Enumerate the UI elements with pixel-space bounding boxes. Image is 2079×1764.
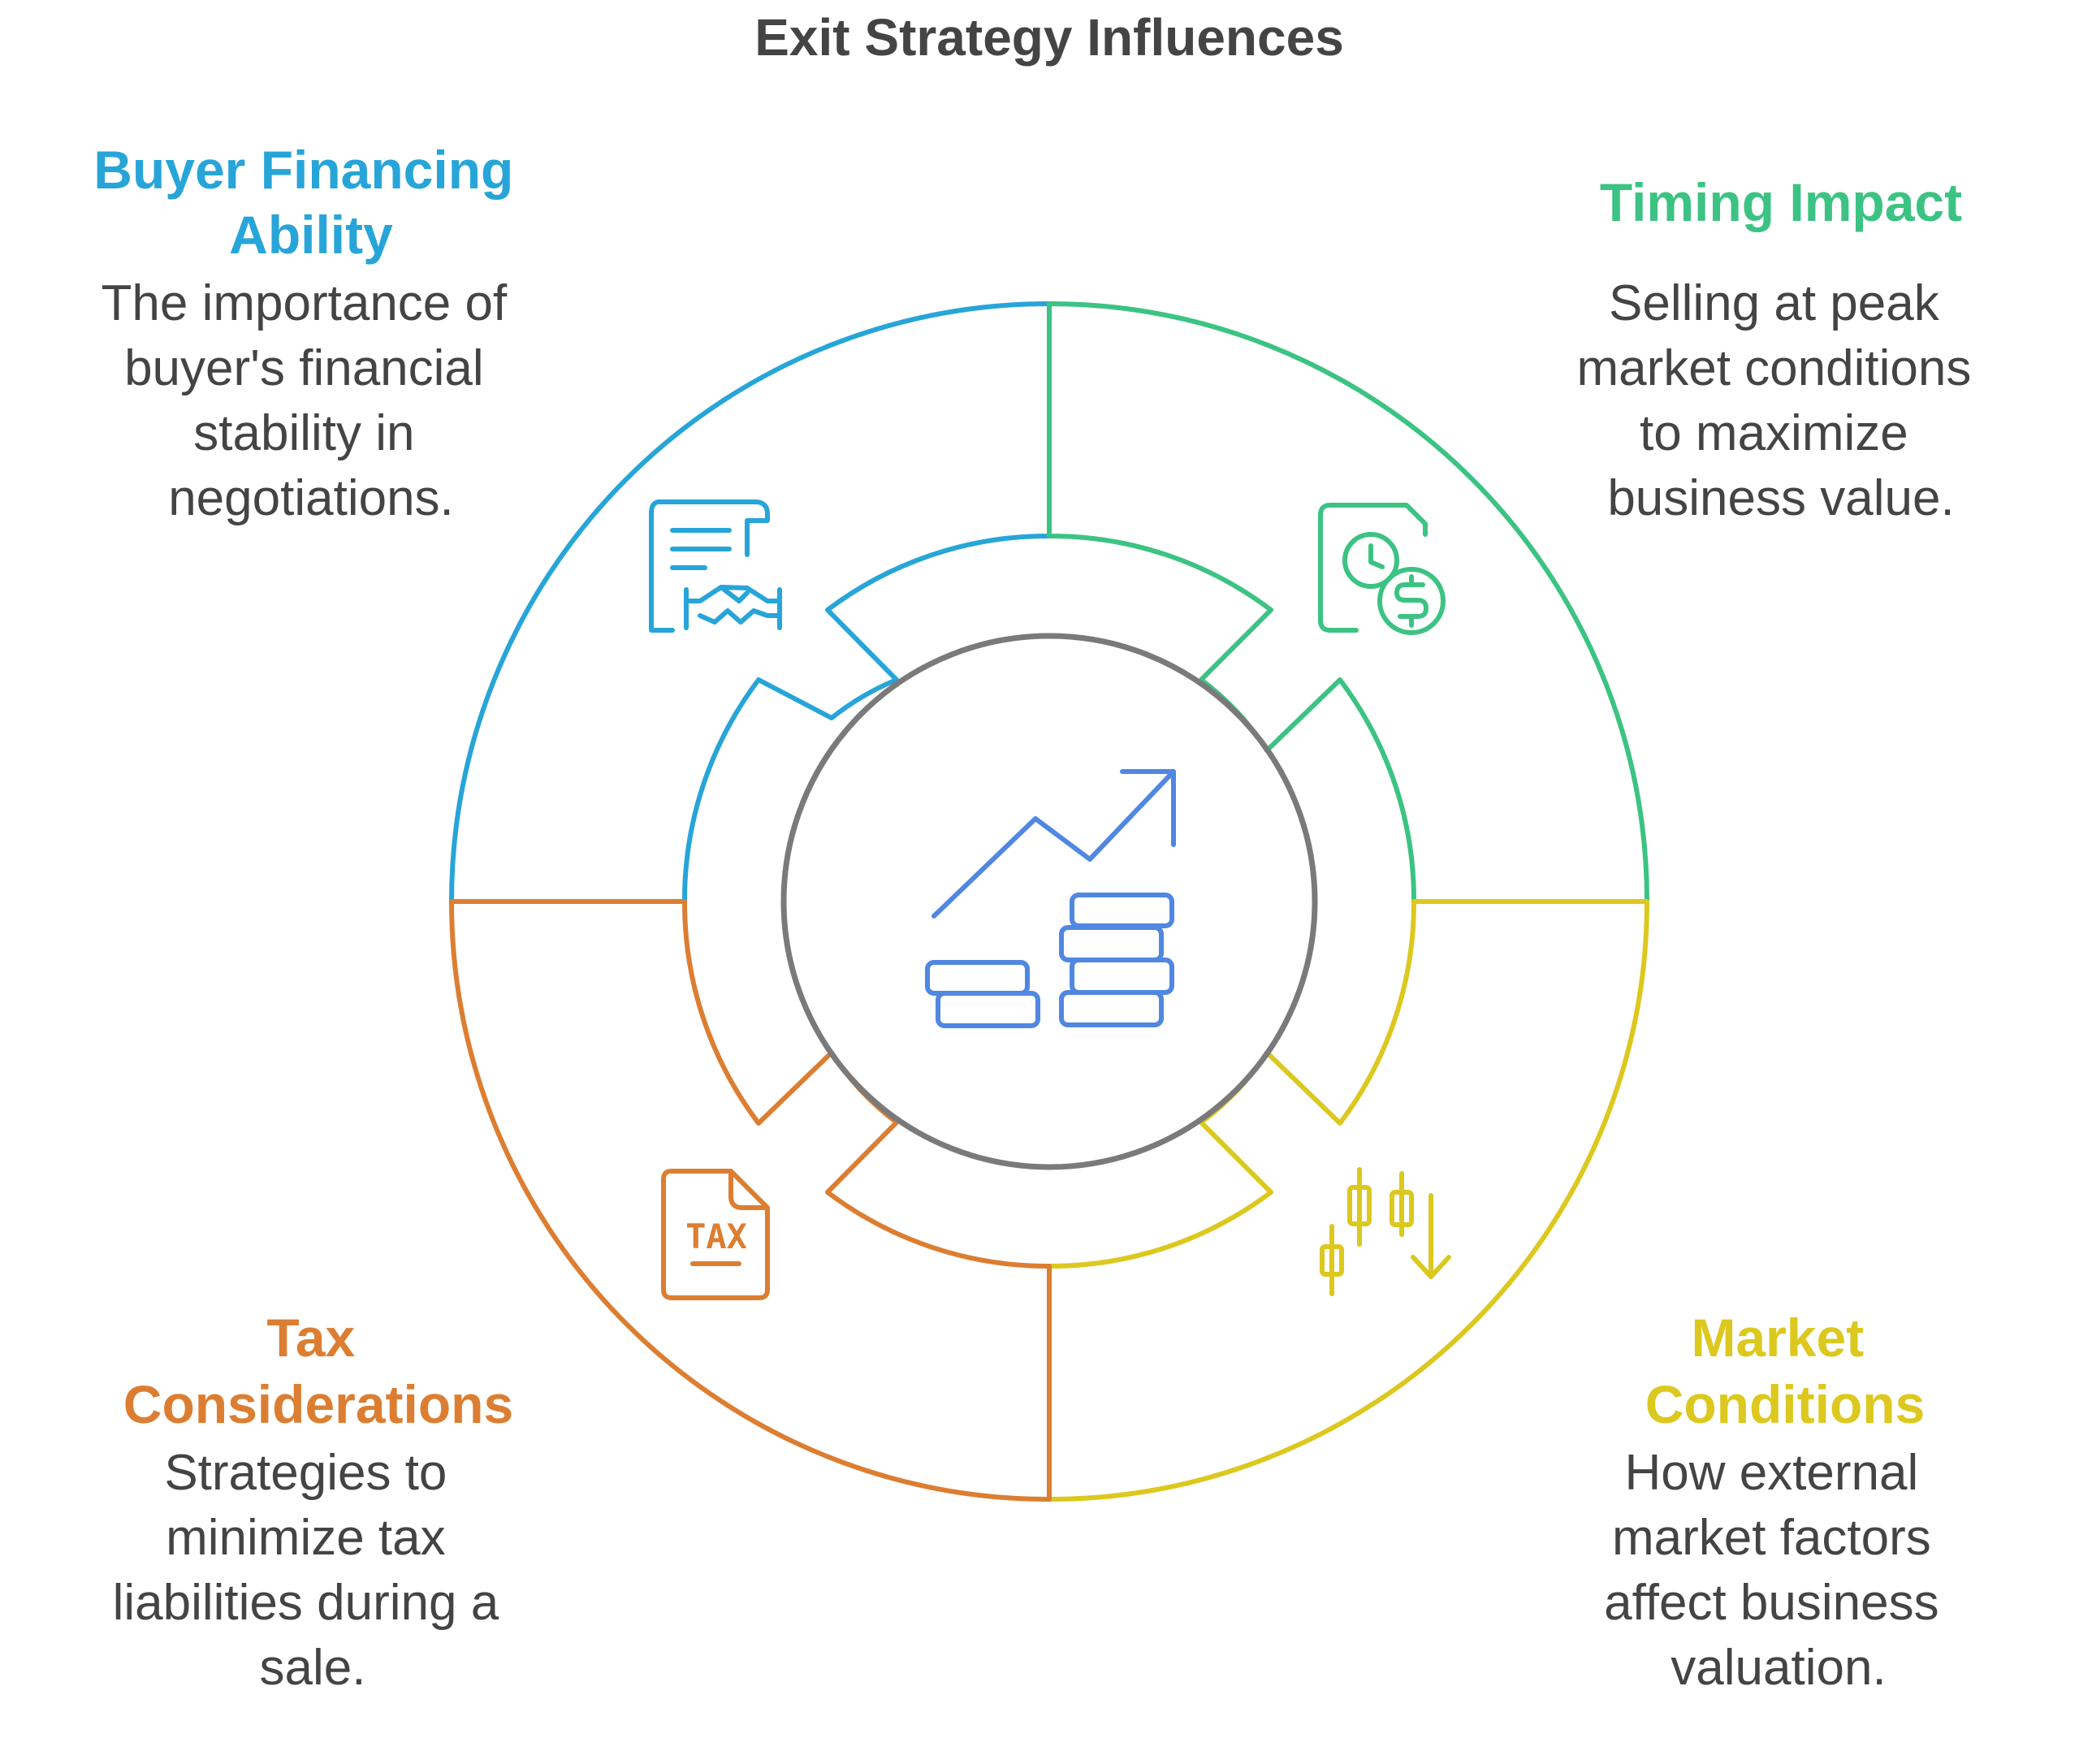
timing-impact-heading: Timing Impact xyxy=(1600,172,1962,232)
growth-chart-coins-icon xyxy=(925,769,1176,1028)
page-title: Exit Strategy Influences xyxy=(754,8,1344,67)
contract-handshake-icon xyxy=(649,499,782,633)
market-conditions-description: How external market factors affect busin… xyxy=(1604,1445,1953,1696)
ring-quadrant-tax[interactable] xyxy=(449,899,1052,1502)
buyer-financing-heading: Buyer Financing Ability xyxy=(93,140,528,265)
tax-considerations-heading: Tax Considerations xyxy=(123,1308,513,1434)
section-timing-impact: Timing Impact Selling at peak market con… xyxy=(1576,172,1985,526)
timing-impact-description: Selling at peak market conditions to max… xyxy=(1576,275,1985,526)
tax-document-icon xyxy=(661,1169,770,1300)
market-conditions-heading: Market Conditions xyxy=(1645,1308,1926,1434)
section-buyer-financing: Buyer Financing Ability The importance o… xyxy=(93,140,528,526)
candlestick-down-icon xyxy=(1320,1167,1451,1296)
clock-dollar-document-icon xyxy=(1318,503,1446,635)
ring-quadrants xyxy=(449,301,1649,1502)
buyer-financing-description: The importance of buyer's financial stab… xyxy=(102,275,521,526)
ring-quadrant-buyer[interactable] xyxy=(449,301,1052,904)
tax-icon-label: TAX xyxy=(685,1217,747,1256)
ring-quadrant-timing[interactable] xyxy=(1047,301,1649,904)
section-market-conditions: Market Conditions How external market fa… xyxy=(1604,1308,1953,1696)
center-hub[interactable] xyxy=(780,633,1318,1170)
section-tax-considerations: Tax Considerations Strategies to minimiz… xyxy=(113,1308,514,1696)
tax-considerations-description: Strategies to minimize tax liabilities d… xyxy=(113,1445,513,1696)
